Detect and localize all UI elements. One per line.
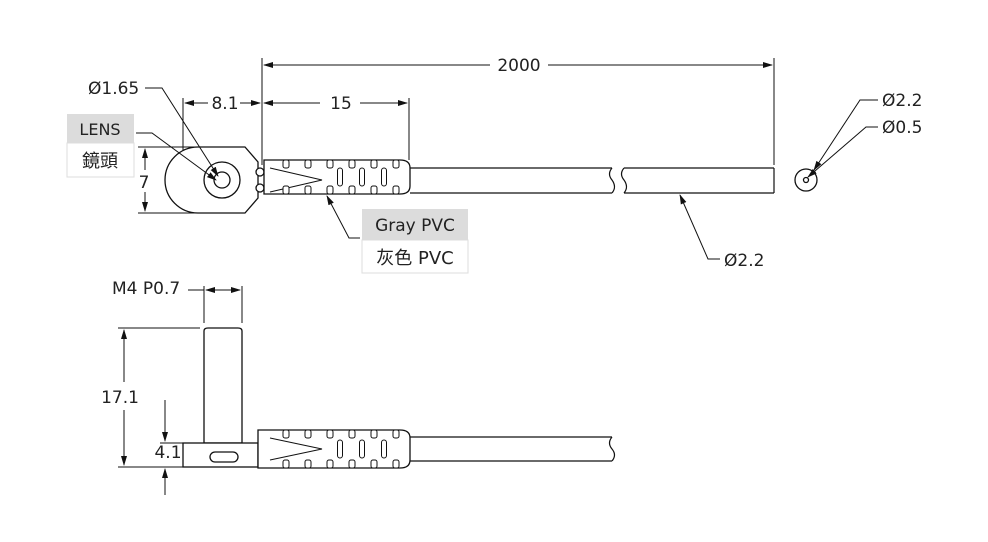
boot-rib: [326, 159, 334, 169]
boot-top: [263, 159, 411, 195]
boot-slot: [381, 167, 387, 187]
dim-head-height: 7: [138, 146, 198, 214]
boot-rib: [348, 429, 356, 439]
dim-base-height: 4.1: [154, 400, 183, 495]
dim-8-1-label: 8.1: [211, 94, 238, 114]
thread-label: M4 P0.7: [112, 279, 180, 299]
cable-top: [410, 167, 775, 194]
lens-diameter-label: Ø1.65: [88, 79, 139, 99]
side-body: [182, 327, 616, 469]
cable-end-core-label: Ø0.5: [882, 118, 922, 138]
boot-rib: [392, 459, 400, 469]
boot-slot: [381, 439, 387, 459]
boot-rib: [348, 185, 356, 195]
boot-rib: [282, 159, 290, 169]
boot-rib: [304, 159, 312, 169]
lens-label-box: LENS 鏡頭: [66, 114, 217, 181]
boot-rib: [304, 459, 312, 469]
boot-rib: [304, 185, 312, 195]
dim-boot-length: 15: [263, 94, 410, 160]
lens-head-top: [164, 146, 265, 214]
dim-total-height: 17.1: [101, 327, 200, 468]
boot-rib: [370, 159, 378, 169]
boot-material-label-box: Gray PVC 灰色 PVC: [326, 195, 469, 274]
boot-slot: [337, 439, 343, 459]
boot-rib: [392, 159, 400, 169]
dim-17-1-label: 17.1: [101, 388, 139, 408]
boot-rib: [304, 429, 312, 439]
boot-rib: [370, 459, 378, 469]
boot-rib: [348, 459, 356, 469]
boot-slot: [359, 167, 365, 187]
cable-cross-section: Ø2.2 Ø0.5: [794, 91, 922, 192]
cable-diameter-label: Ø2.2: [724, 251, 764, 271]
boot-rib: [326, 185, 334, 195]
cable-diameter-callout: Ø2.2: [679, 194, 764, 271]
dim-cable-length: 2000: [261, 56, 775, 165]
boot-rib: [370, 185, 378, 195]
boot-rib: [348, 159, 356, 169]
lens-diameter-callout: Ø1.65: [88, 79, 219, 177]
dim-15-label: 15: [330, 94, 352, 114]
cable-end-outer-label: Ø2.2: [882, 91, 922, 111]
boot-rib: [282, 459, 290, 469]
boot-rib: [370, 429, 378, 439]
dim-2000-label: 2000: [497, 56, 540, 76]
dim-thread: M4 P0.7: [112, 279, 243, 323]
lens-label-zh: 鏡頭: [82, 151, 118, 172]
boot-label-en: Gray PVC: [375, 216, 455, 236]
boot-rib: [282, 185, 290, 195]
boot-label-zh: 灰色 PVC: [376, 248, 453, 269]
boot-rib: [392, 185, 400, 195]
boot-rib: [326, 429, 334, 439]
boot-rib: [282, 429, 290, 439]
boot-rib: [326, 459, 334, 469]
dim-7-label: 7: [139, 173, 150, 193]
boot-slot: [359, 439, 365, 459]
boot-rib: [392, 429, 400, 439]
dim-4-1-label: 4.1: [154, 443, 181, 463]
lens-label-en: LENS: [79, 120, 120, 139]
boot-slot: [337, 167, 343, 187]
